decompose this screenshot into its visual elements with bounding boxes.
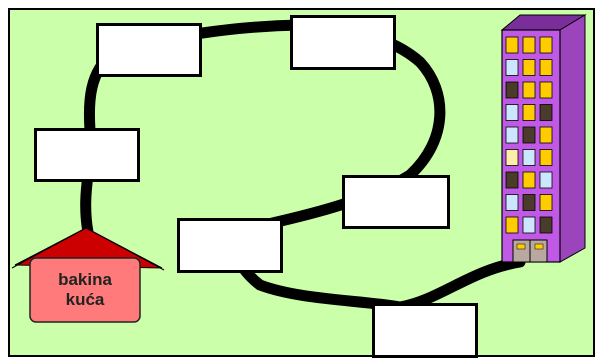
answer-box-5[interactable] bbox=[177, 218, 283, 273]
building-window bbox=[539, 149, 553, 166]
building-window bbox=[539, 171, 553, 189]
building-window bbox=[522, 171, 536, 189]
house-icon bbox=[11, 227, 165, 323]
answer-box-3[interactable] bbox=[34, 128, 140, 182]
building-window bbox=[505, 59, 519, 76]
house-label: bakina kuća bbox=[30, 258, 140, 322]
building-window bbox=[539, 104, 553, 121]
building-window bbox=[522, 216, 536, 234]
building-window bbox=[522, 126, 536, 144]
building-window bbox=[505, 81, 519, 99]
building-icon bbox=[500, 14, 587, 263]
building-window bbox=[539, 126, 553, 144]
building-window bbox=[505, 104, 519, 121]
building-window bbox=[522, 149, 536, 166]
building-window bbox=[539, 59, 553, 76]
building-window bbox=[522, 59, 536, 76]
building-window bbox=[522, 194, 536, 211]
building-window bbox=[505, 171, 519, 189]
answer-box-2[interactable] bbox=[290, 15, 396, 70]
building-window bbox=[505, 149, 519, 166]
building-window bbox=[539, 36, 553, 54]
building-window bbox=[505, 36, 519, 54]
answer-box-1[interactable] bbox=[96, 23, 202, 77]
building-window bbox=[539, 81, 553, 99]
building-window bbox=[539, 216, 553, 234]
building-window bbox=[505, 194, 519, 211]
building-window bbox=[522, 81, 536, 99]
building-window bbox=[522, 104, 536, 121]
house-label-line2: kuća bbox=[65, 290, 105, 309]
answer-box-6[interactable] bbox=[372, 303, 478, 358]
building-window bbox=[505, 216, 519, 234]
answer-box-4[interactable] bbox=[342, 175, 450, 229]
building-window bbox=[539, 194, 553, 211]
house-label-line1: bakina bbox=[58, 269, 112, 289]
building-window bbox=[522, 36, 536, 54]
building-window bbox=[505, 126, 519, 144]
